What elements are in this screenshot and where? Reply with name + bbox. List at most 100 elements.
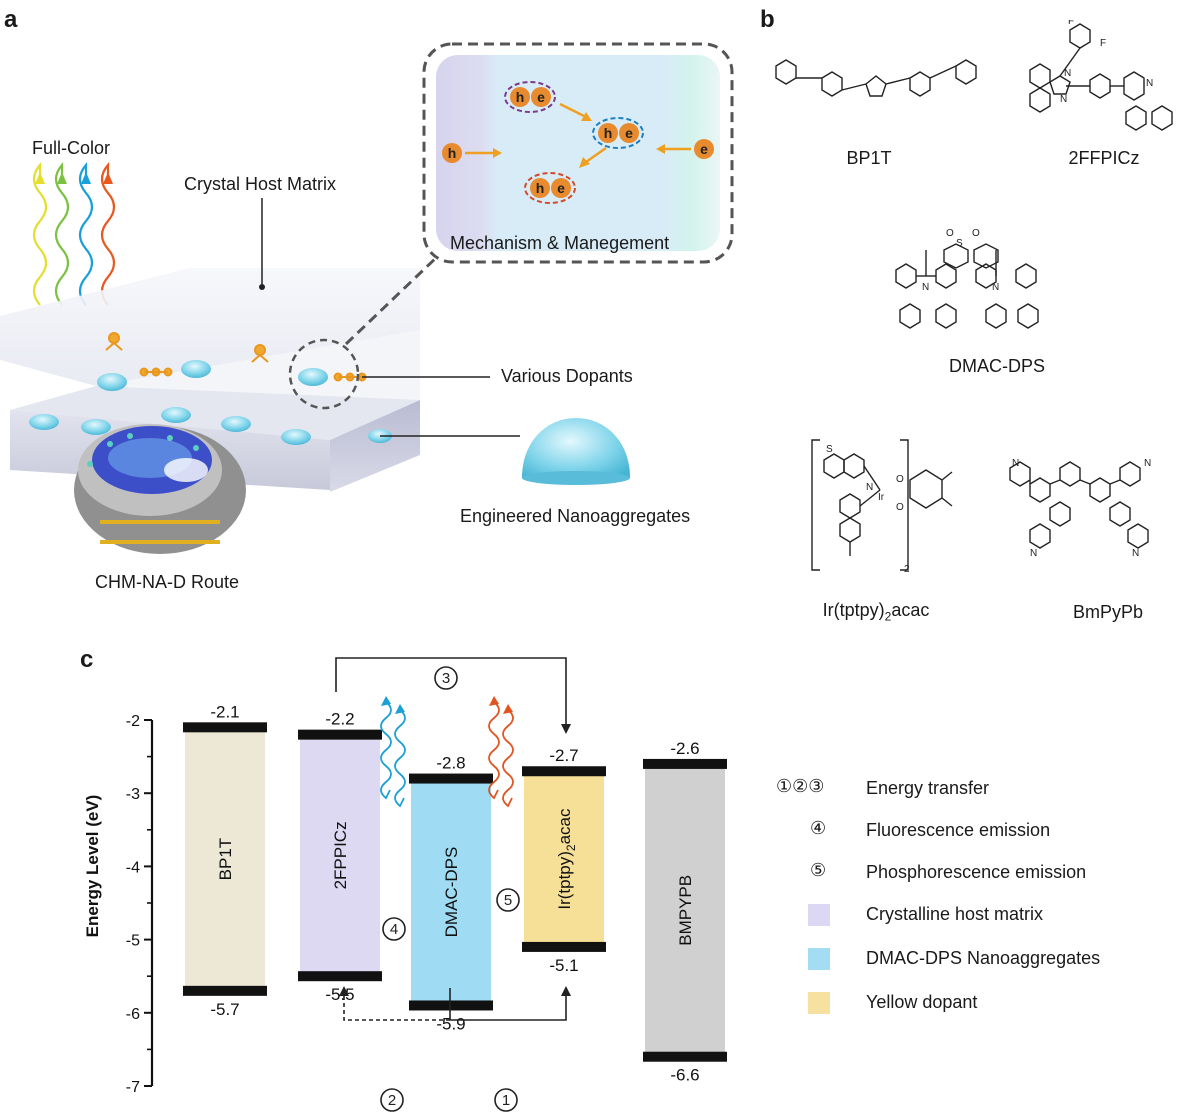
2ffpicz-atom-f1: F (1068, 20, 1074, 27)
homo-value-label: -5.1 (549, 956, 578, 975)
legend-item-energy-transfer: ①②③ Energy transfer (776, 774, 1196, 804)
legend-text: DMAC-DPS Nanoaggregates (866, 948, 1101, 968)
energy-bar-body (645, 763, 725, 1057)
svg-text:h: h (516, 89, 525, 105)
panel-c-letter: c (80, 646, 94, 673)
homo-level (522, 941, 606, 952)
homo-level (183, 985, 267, 996)
svg-text:5: 5 (504, 892, 512, 909)
ir-atom-ir: Ir (878, 492, 885, 503)
homo-level (409, 1000, 493, 1011)
bp1t-name: BP1T (846, 148, 892, 168)
legend-text: Energy transfer (866, 778, 990, 798)
energy-bar-body (185, 727, 265, 991)
ir-complex-name: Ir(tptpy)2acac (822, 600, 930, 624)
lumo-level (522, 766, 606, 777)
phosphorescence-wave-1 (488, 701, 500, 800)
legend-text: Fluorescence emission (866, 820, 1051, 840)
panel-a-letter: a (4, 6, 18, 33)
exciton-pair-bottom: h e (524, 172, 576, 204)
legend-swatch (808, 992, 830, 1014)
energy-bar: -2.7 -5.1 Ir(tptpy)2acac (522, 746, 606, 975)
phosphorescence-wave-2 (502, 709, 514, 808)
lumo-value-label: -2.7 (549, 746, 578, 765)
bmpypb-atom-n1: N (1012, 458, 1019, 469)
marker-1: 1 (494, 1088, 518, 1112)
legend-item-yellow-dopant: Yellow dopant (776, 988, 1196, 1018)
legend-symbol: ⑤ (810, 860, 827, 881)
dmac-dps-structure (895, 243, 1039, 329)
lumo-value-label: -2.1 (210, 702, 239, 721)
y-tick-label: -4 (126, 859, 140, 876)
svg-text:e: e (625, 125, 633, 141)
ir-complex-structure (811, 439, 953, 571)
lumo-level (643, 758, 727, 769)
legend-symbol: ④ (810, 818, 827, 839)
molecular-cluster (74, 424, 246, 554)
big-nanoaggregate-droplet (522, 418, 630, 484)
homo-value-label: -5.9 (436, 1014, 465, 1033)
route-label: CHM-NA-D Route (95, 572, 240, 592)
fluorescence-wave-2 (394, 709, 406, 808)
legend-item-phosphorescence: ⑤ Phosphorescence emission (776, 858, 1196, 888)
marker-4: 4 (382, 917, 406, 941)
marker-5: 5 (496, 888, 520, 912)
svg-text:e: e (557, 180, 565, 196)
dmac-dps-atom-o1: O (946, 228, 954, 239)
svg-text:1: 1 (502, 1092, 510, 1109)
bar-category-label: BMPYPB (676, 875, 695, 946)
bmpypb-atom-n4: N (1132, 548, 1139, 559)
homo-value-label: -5.7 (210, 1000, 239, 1019)
y-tick-label: -2 (126, 713, 140, 730)
energy-level-chart: -2-3-4-5-6-7 -2.1-5.7BP1T-2.2-5.52FPPICz… (83, 657, 727, 1112)
full-color-emission-waves (32, 162, 116, 306)
y-tick-label: -7 (126, 1079, 140, 1096)
bmpypb-atom-n3: N (1030, 548, 1037, 559)
full-color-label: Full-Color (32, 138, 111, 158)
legend-item-fluorescence: ④ Fluorescence emission (776, 816, 1196, 846)
zoom-circle (288, 338, 360, 410)
bar-category-label: Ir(tptpy)2acac (555, 808, 578, 910)
legend-item-crystalline-host: Crystalline host matrix (776, 900, 1196, 930)
dmac-dps-atom-n1: N (922, 282, 929, 293)
ir-subscript: 2 (904, 564, 910, 575)
legend-swatch (808, 904, 830, 926)
svg-text:h: h (536, 180, 545, 196)
legend-symbol: ①②③ (776, 776, 825, 797)
ir-atom-s: S (826, 444, 833, 455)
svg-text:h: h (448, 145, 457, 161)
energy-bar-body (524, 771, 604, 947)
2ffpicz-name: 2FFPICz (1068, 148, 1140, 168)
bmpypb-name: BmPyPb (1072, 602, 1144, 622)
homo-level (643, 1051, 727, 1062)
svg-text:3: 3 (442, 670, 450, 687)
marker-2: 2 (380, 1088, 404, 1112)
bmpypb-atom-n2: N (1144, 458, 1151, 469)
svg-text:e: e (537, 89, 545, 105)
dmac-dps-atom-s: S (956, 238, 963, 249)
bmpypb-structure (1009, 461, 1149, 549)
exciton-pair-middle: h e (592, 117, 644, 149)
legend-item-nanoaggregates: DMAC-DPS Nanoaggregates (776, 944, 1196, 974)
dmac-dps-atom-n2: N (992, 282, 999, 293)
hole-particle: h (442, 143, 502, 163)
ir-atom-o2: O (896, 502, 904, 513)
svg-text:e: e (700, 141, 708, 157)
homo-value-label: -6.6 (670, 1066, 699, 1085)
2ffpicz-atom-n1: N (1064, 68, 1071, 79)
bar-category-label: 2FPPICz (331, 821, 350, 889)
mechanism-box (422, 42, 734, 264)
lumo-value-label: -2.6 (670, 739, 699, 758)
2ffpicz-atom-f2: F (1100, 38, 1106, 49)
legend-text: Yellow dopant (866, 992, 978, 1012)
legend-text: Phosphorescence emission (866, 862, 1087, 882)
y-tick-label: -5 (126, 933, 140, 950)
homo-level (298, 971, 382, 982)
2ffpicz-atom-n3: N (1146, 78, 1153, 89)
svg-text:4: 4 (390, 921, 398, 938)
legend-swatch (808, 948, 830, 970)
2ffpicz-structure (1029, 23, 1173, 131)
